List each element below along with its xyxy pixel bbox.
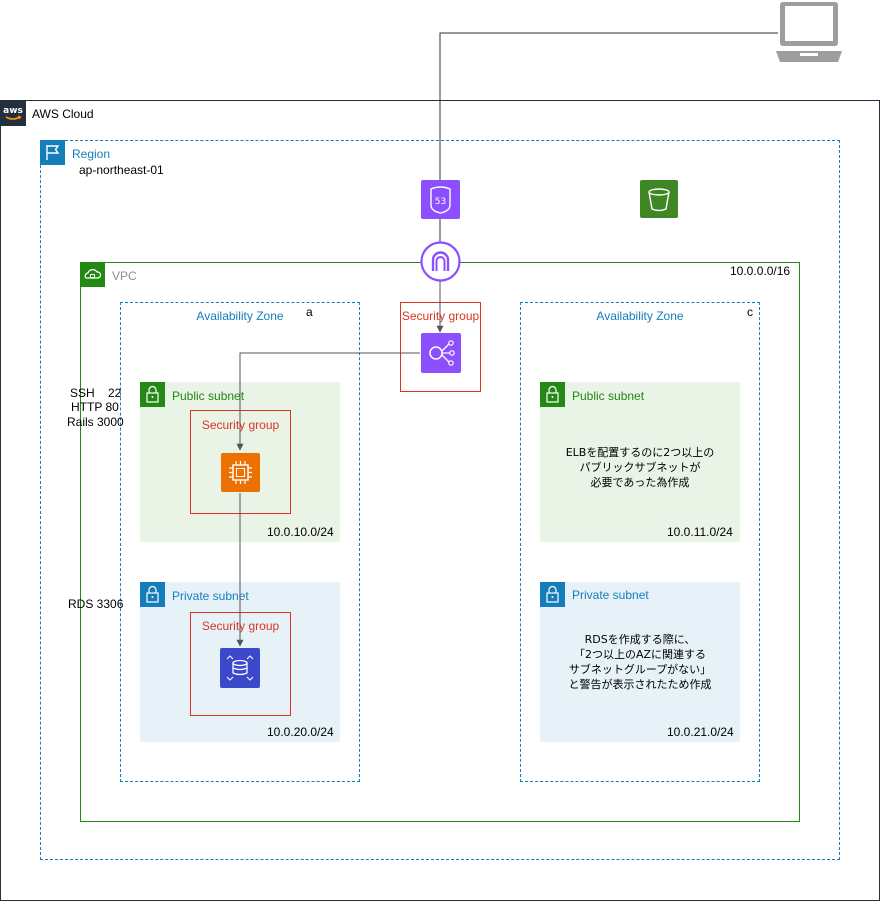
private-subnet-c-lock-icon (540, 582, 565, 607)
region-name: ap-northeast-01 (79, 163, 164, 177)
vpc-cidr: 10.0.0.0/16 (730, 264, 791, 278)
public-subnet-a-cidr: 10.0.10.0/24 (267, 525, 334, 539)
private-subnet-a-label: Private subnet (172, 589, 249, 603)
region-flag-icon (40, 140, 65, 165)
private-subnet-c-note-line: 「2つ以上のAZに関連する (573, 648, 707, 661)
public-subnet-c-lock-icon (540, 382, 565, 407)
private-subnet-a-lock-icon (140, 582, 165, 607)
public-subnet-c-note: ELBを配置するのに2つ以上の パブリックサブネットが 必要であった為作成 (540, 445, 740, 490)
port-label-rails: Rails 3000 (67, 415, 124, 429)
region-label: Region (72, 147, 111, 161)
private-subnet-c-note-line: RDSを作成する際に、 (584, 633, 696, 646)
public-subnet-a-lock-icon (140, 382, 165, 407)
rds-database-icon (220, 648, 260, 688)
ec2-instance-icon (221, 453, 260, 492)
client-laptop-icon (776, 0, 842, 64)
vpc-cloud-icon (80, 262, 105, 287)
availability-zone-a-suffix: a (306, 305, 313, 319)
svg-text:53: 53 (435, 197, 446, 207)
public-subnet-c-note-line: ELBを配置するのに2つ以上の (565, 446, 715, 459)
vpc-label: VPC (112, 269, 137, 283)
route53-icon: 53 (421, 180, 460, 219)
elb-to-ec2-line (236, 352, 420, 451)
public-subnet-c-note-line: パブリックサブネットが (579, 461, 701, 474)
port-label-http: HTTP 80 (71, 400, 119, 414)
s3-bucket-icon (640, 180, 678, 218)
aws-logo-text: aws (3, 106, 23, 116)
public-subnet-c-cidr: 10.0.11.0/24 (667, 525, 733, 539)
private-subnet-c-note-line: サブネットグループがない」 (568, 663, 712, 676)
availability-zone-c (520, 302, 760, 782)
internet-gateway-icon (420, 241, 461, 282)
public-subnet-a-label: Public subnet (172, 389, 245, 403)
port-label-rds: RDS 3306 (68, 597, 124, 611)
private-subnet-c-note: RDSを作成する際に、 「2つ以上のAZに関連する サブネットグループがない」 … (540, 632, 740, 692)
availability-zone-a (120, 302, 360, 782)
public-subnet-c-note-line: 必要であった為作成 (590, 476, 690, 489)
private-subnet-c-note-line: と警告が表示されたため作成 (568, 678, 712, 691)
public-subnet-c-label: Public subnet (572, 389, 645, 403)
private-subnet-c (540, 582, 740, 742)
private-subnet-a-cidr: 10.0.20.0/24 (267, 725, 334, 739)
aws-logo-icon: aws (0, 100, 26, 126)
client-to-route53-line (439, 32, 778, 180)
availability-zone-c-label: Availability Zone (596, 309, 684, 323)
public-subnet-c (540, 382, 740, 542)
availability-zone-c-suffix: c (747, 305, 753, 319)
private-subnet-c-label: Private subnet (572, 588, 649, 602)
availability-zone-a-label: Availability Zone (196, 309, 284, 323)
port-label-ssh: SSH 22 (70, 386, 122, 400)
private-subnet-c-cidr: 10.0.21.0/24 (667, 725, 734, 739)
aws-cloud-label: AWS Cloud (32, 107, 94, 121)
elb-icon (421, 333, 461, 373)
